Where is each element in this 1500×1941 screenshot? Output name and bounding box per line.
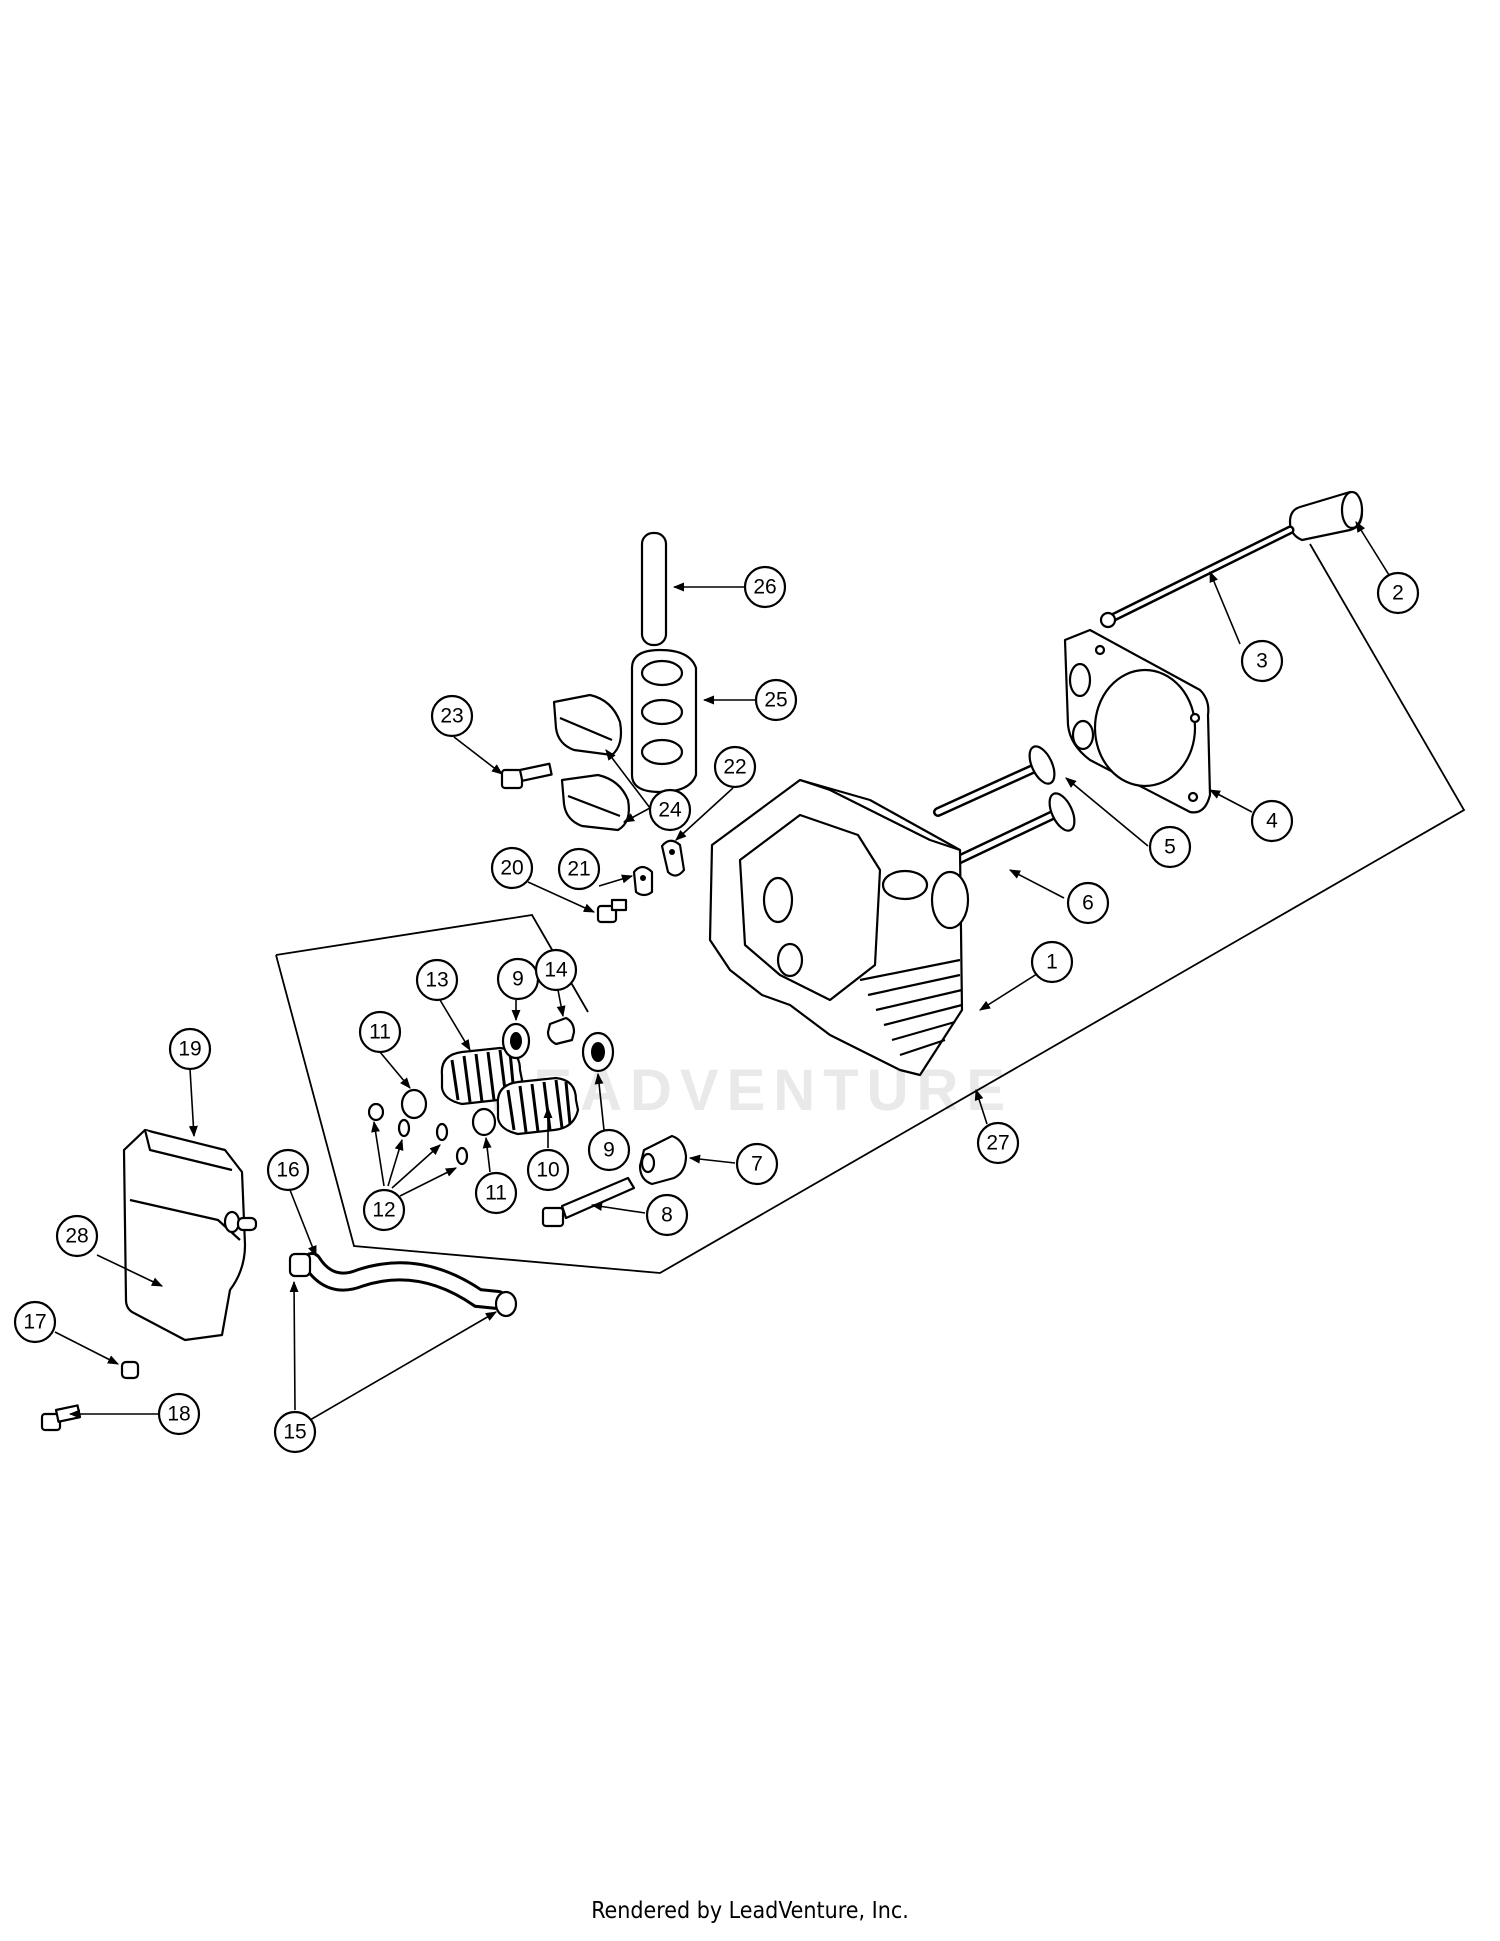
callout-2[interactable]: 2 [1376,571,1420,615]
callout-12[interactable]: 12 [362,1188,406,1232]
callout-7[interactable]: 7 [735,1142,779,1186]
part-26-pin [640,531,668,647]
callout-18[interactable]: 18 [157,1392,201,1436]
part-28-rocker-cover [122,1128,258,1342]
callout-26[interactable]: 26 [743,565,787,609]
callout-8[interactable]: 8 [645,1193,689,1237]
svg-text:8: 8 [661,1204,673,1227]
callout-21[interactable]: 21 [557,847,601,891]
svg-text:28: 28 [65,1225,88,1248]
svg-text:23: 23 [440,705,463,728]
svg-text:2: 2 [1392,582,1404,605]
svg-text:19: 19 [178,1038,201,1061]
callout-17[interactable]: 17 [13,1300,57,1344]
svg-text:14: 14 [544,959,568,982]
part-4-head-gasket [1063,628,1212,814]
part-9-retainer-lower [581,1031,615,1073]
svg-text:11: 11 [485,1182,507,1205]
part-23-bolt [500,762,553,790]
footer-credit: Rendered by LeadVenture, Inc. [591,1898,909,1924]
part-11-spring-seat-lower [471,1107,497,1137]
callout-24[interactable]: 24 [648,788,692,832]
callout-1[interactable]: 1 [1030,940,1074,984]
svg-text:11: 11 [369,1021,391,1044]
callout-9-upper[interactable]: 9 [496,957,540,1001]
callout-23[interactable]: 23 [430,694,474,738]
part-1-cylinder-head [708,778,970,1077]
svg-text:15: 15 [283,1421,306,1444]
callout-22[interactable]: 22 [713,745,757,789]
part-11-spring-seat-upper [400,1088,428,1120]
part-7-spacer [638,1134,688,1186]
part-15-hose-clamp-right [494,1290,518,1318]
callout-14[interactable]: 14 [534,948,578,992]
callout-5[interactable]: 5 [1148,825,1192,869]
callout-6[interactable]: 6 [1066,881,1110,925]
part-2-tappet [1288,490,1364,542]
callout-10[interactable]: 10 [526,1148,570,1192]
part-20-screw [596,898,628,924]
part-12-valve-keepers [367,1102,469,1166]
part-16-breather-tube [302,1252,508,1310]
part-17-nut [120,1360,140,1380]
svg-text:9: 9 [603,1139,615,1162]
svg-text:10: 10 [536,1159,559,1182]
part-9-retainer-upper [501,1022,531,1060]
callout-3[interactable]: 3 [1240,639,1284,683]
part-14-valve-stem-seal [546,1016,576,1046]
svg-text:17: 17 [23,1311,46,1334]
part-18-bolt [40,1404,82,1432]
part-8-bolt [541,1176,636,1228]
svg-text:6: 6 [1082,892,1094,915]
svg-text:7: 7 [751,1153,763,1176]
callout-16[interactable]: 16 [266,1148,310,1192]
callout-28[interactable]: 28 [55,1214,99,1258]
svg-text:24: 24 [658,799,682,822]
callout-9-lower[interactable]: 9 [587,1128,631,1172]
callout-27[interactable]: 27 [976,1121,1020,1165]
callout-20[interactable]: 20 [490,846,534,890]
svg-text:18: 18 [167,1403,190,1426]
svg-text:20: 20 [500,857,523,880]
svg-text:1: 1 [1046,951,1058,974]
part-21-washer [632,865,654,897]
part-5-valve [933,745,1056,817]
part-25-rocker-bracket [630,648,698,794]
svg-text:12: 12 [372,1199,395,1222]
part-24-rocker-arms [552,693,630,832]
svg-text:4: 4 [1266,810,1278,833]
svg-text:22: 22 [723,756,746,779]
callout-15[interactable]: 15 [273,1410,317,1454]
svg-text:16: 16 [276,1159,299,1182]
svg-text:27: 27 [986,1132,1009,1155]
callout-4[interactable]: 4 [1250,799,1294,843]
leader-27 [974,1088,988,1125]
leader-lines [54,521,1390,1421]
svg-text:9: 9 [512,968,524,991]
svg-text:25: 25 [764,689,787,712]
callout-25[interactable]: 25 [754,678,798,722]
part-10-valve-spring [496,1076,580,1136]
callout-13[interactable]: 13 [415,958,459,1002]
callout-11-lower[interactable]: 11 [474,1171,518,1215]
part-6-valve [953,792,1076,865]
svg-text:21: 21 [567,858,590,881]
callout-19[interactable]: 19 [168,1027,212,1071]
svg-text:5: 5 [1164,836,1176,859]
part-15-hose-clamp-left [288,1252,312,1278]
part-22-plate [660,839,686,877]
callout-11-upper[interactable]: 11 [358,1010,402,1054]
svg-text:3: 3 [1256,650,1268,673]
svg-text:13: 13 [425,969,448,992]
svg-text:26: 26 [753,576,776,599]
part-3-push-rod [1099,525,1295,629]
